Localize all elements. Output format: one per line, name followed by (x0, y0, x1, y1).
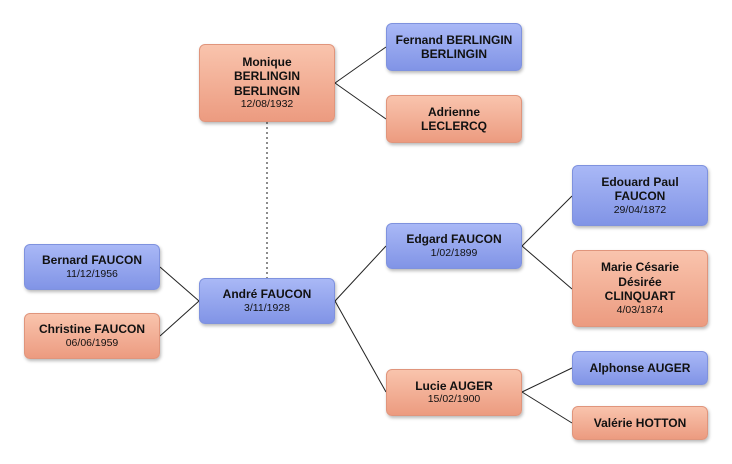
person-edgard-faucon[interactable]: Edgard FAUCON 1/02/1899 (386, 223, 522, 269)
person-name: Alphonse AUGER (589, 360, 691, 375)
edge-bernard-andre (159, 266, 200, 302)
person-bernard-faucon[interactable]: Bernard FAUCON 11/12/1956 (24, 244, 160, 290)
person-date: 12/08/1932 (240, 98, 294, 111)
person-andre-faucon[interactable]: André FAUCON 3/11/1928 (199, 278, 335, 324)
person-date: 11/12/1956 (66, 267, 118, 280)
person-date: 06/06/1959 (65, 336, 119, 349)
person-date: 3/11/1928 (244, 301, 290, 314)
person-valerie-hotton[interactable]: Valérie HOTTON (572, 406, 708, 440)
edge-andre-edgard (334, 245, 387, 302)
edge-andre-lucie (334, 300, 387, 393)
edge-monique-fernand (334, 46, 387, 84)
person-name: Lucie AUGER (415, 378, 493, 393)
edge-lucie-valerie (521, 391, 573, 424)
person-date: 15/02/1900 (427, 393, 481, 406)
edge-christine-andre (159, 300, 200, 337)
person-alphonse-auger[interactable]: Alphonse AUGER (572, 351, 708, 385)
person-name: Christine FAUCON (38, 322, 145, 337)
person-date: 29/04/1872 (613, 203, 667, 216)
person-name: Valérie HOTTON (593, 415, 687, 430)
edge-edgard-edouard (521, 195, 573, 247)
person-christine-faucon[interactable]: Christine FAUCON 06/06/1959 (24, 313, 160, 359)
person-date: 1/02/1899 (430, 246, 478, 259)
person-lucie-auger[interactable]: Lucie AUGER 15/02/1900 (386, 369, 522, 416)
person-name: Edgard FAUCON (406, 232, 502, 247)
edge-lucie-alphonse (521, 367, 573, 393)
edge-monique-adrienne (334, 82, 387, 120)
person-name: Bernard FAUCON (41, 253, 142, 268)
person-date: 4/03/1874 (616, 303, 664, 316)
person-name: André FAUCON (222, 287, 312, 302)
edge-edgard-marie (521, 245, 573, 290)
